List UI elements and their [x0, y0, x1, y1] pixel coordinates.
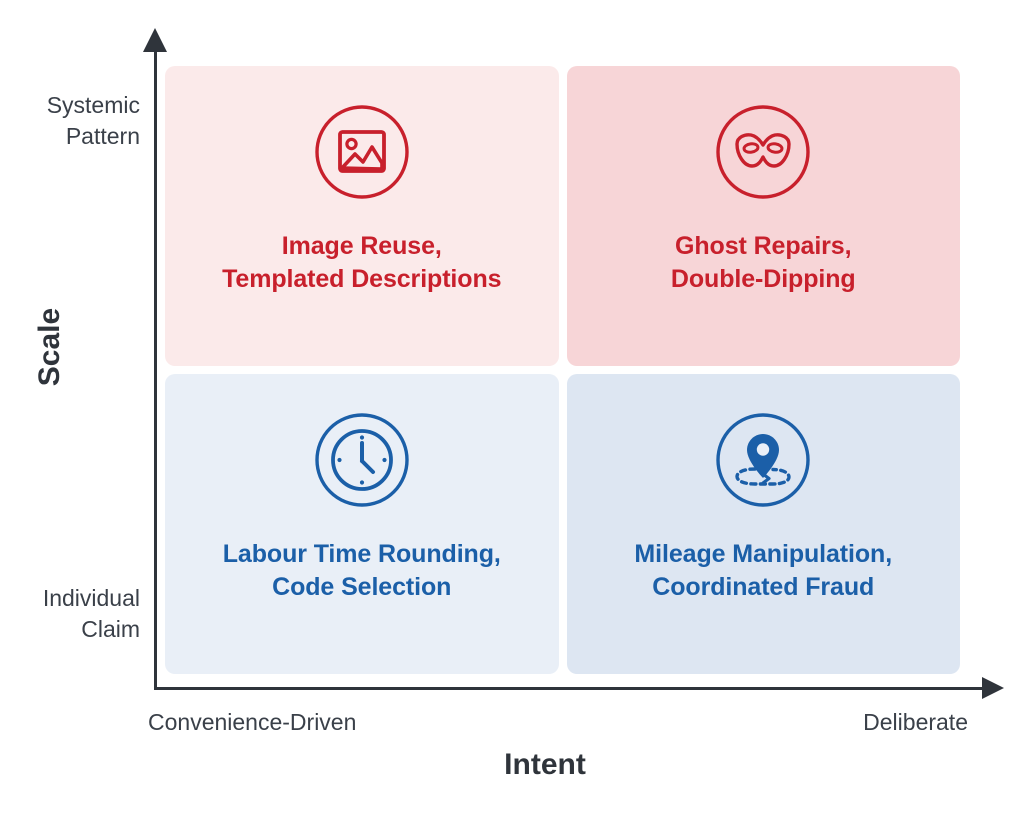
x-tick-label-convenience-driven: Convenience-Driven [148, 709, 357, 735]
masquerade-mask-icon [716, 105, 810, 199]
quadrant-systemic-deliberate[interactable]: Ghost Repairs, Double-Dipping [566, 66, 960, 366]
x-axis-line [154, 687, 987, 690]
y-axis-arrow-icon [143, 28, 167, 52]
quadrant-label: Ghost Repairs, Double-Dipping [670, 232, 856, 293]
y-tick-label-systemic-pattern: Systemic Pattern [46, 92, 140, 150]
map-pin-route-icon [716, 413, 810, 507]
x-axis-title: Intent [504, 748, 586, 781]
quadrant-label: Labour Time Rounding, Code Selection [222, 540, 501, 601]
x-axis-arrow-icon [982, 677, 1004, 699]
y-tick-label-individual-claim: Individual Claim [42, 585, 140, 643]
quadrant-label: Mileage Manipulation, Coordinated Fraud [634, 540, 893, 601]
x-tick-label-deliberate: Deliberate [863, 709, 968, 735]
y-axis-title: Scale [33, 307, 66, 387]
image-photo-icon [315, 105, 409, 199]
quadrant-individual-convenience[interactable]: Labour Time Rounding, Code Selection [165, 374, 559, 674]
quadrant-systemic-convenience[interactable]: Image Reuse, Templated Descriptions [165, 66, 559, 366]
y-axis-line [154, 50, 157, 690]
quadrant-label: Image Reuse, Templated Descriptions [222, 232, 502, 293]
quadrant-grid: Image Reuse, Templated Descriptions Ghos… [165, 66, 960, 674]
clock-icon [315, 413, 409, 507]
quadrant-individual-deliberate[interactable]: Mileage Manipulation, Coordinated Fraud [566, 374, 960, 674]
